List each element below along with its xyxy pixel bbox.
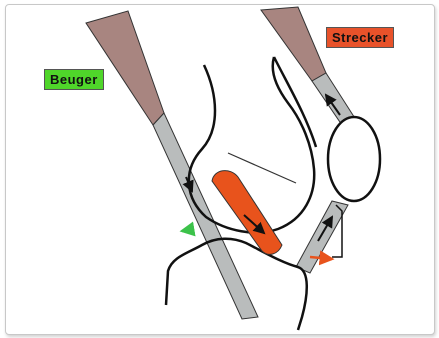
extensor-muscle xyxy=(261,7,326,81)
green-arrow xyxy=(182,229,194,231)
patella xyxy=(328,117,380,201)
knee-diagram xyxy=(6,5,434,334)
diagram-frame: Beuger Strecker xyxy=(5,4,435,335)
extensor-tendon-lower xyxy=(296,201,348,273)
flexor-muscle xyxy=(86,11,164,125)
flexor-label: Beuger xyxy=(44,69,104,90)
extensor-label: Strecker xyxy=(326,27,394,48)
